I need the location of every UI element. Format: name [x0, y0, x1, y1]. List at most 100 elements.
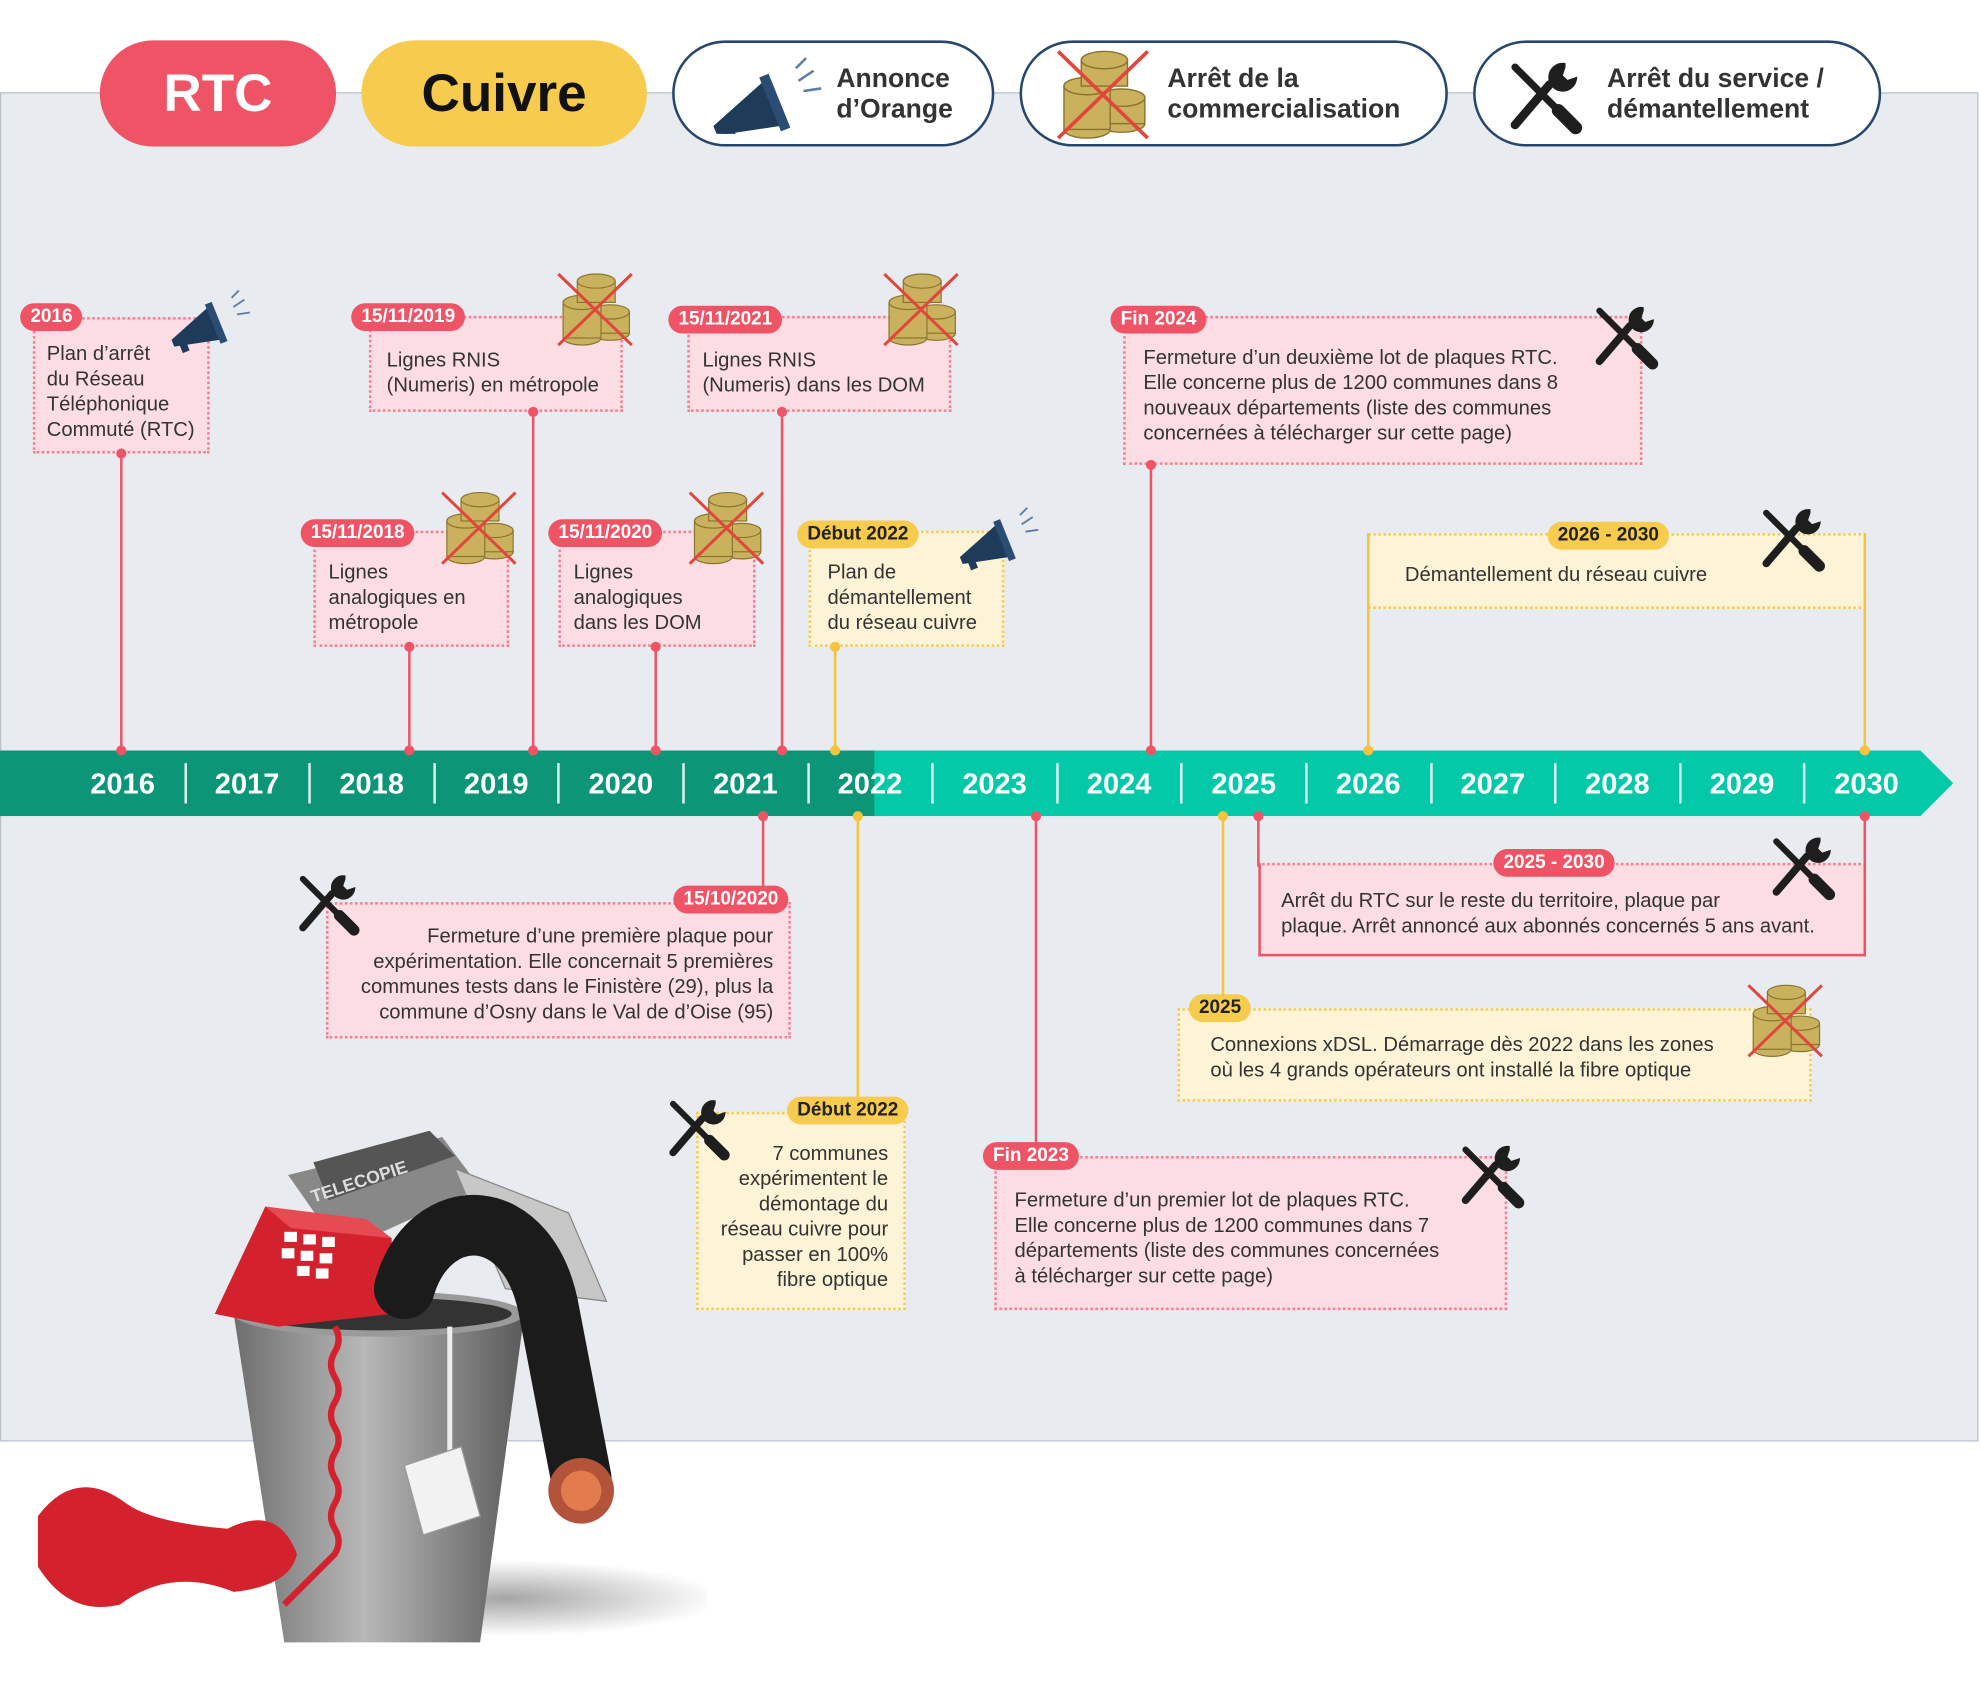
- event-2022-communes: 7 communes expérimentent le démontage du…: [696, 1111, 906, 1311]
- dot-2022-plan-bar: [830, 745, 841, 756]
- event-2018-text: Lignes analogiques en métropole: [328, 562, 466, 635]
- event-2018-tag: 15/11/2018: [300, 519, 415, 548]
- legend-rtc-label: RTC: [163, 63, 273, 123]
- dot-2030-red-bar: [1859, 811, 1870, 822]
- event-2024: Fermeture d’un deuxième lot de plaques R…: [1123, 315, 1643, 465]
- megaphone-icon: [959, 507, 1039, 571]
- dot-2020: [650, 641, 661, 652]
- tools-icon: [299, 875, 360, 936]
- dot-2025-bar: [1253, 811, 1264, 822]
- dot-2016: [116, 448, 127, 459]
- event-2016: Plan d’arrêt du Réseau Téléphonique Comm…: [32, 317, 210, 454]
- tools-icon: [1772, 837, 1836, 901]
- dot-2026-bar: [1363, 745, 1374, 756]
- timeline-year-2016: 2016: [90, 766, 155, 800]
- megaphone-icon: [713, 57, 822, 134]
- legend-stop-service: Arrêt du service / démantellement: [1473, 40, 1882, 147]
- connector-2020-experiment: [761, 816, 765, 887]
- coins-crossed-icon: [1056, 50, 1149, 140]
- coins-crossed-icon: [441, 491, 517, 565]
- tools-icon: [1510, 62, 1583, 135]
- tools-icon: [669, 1100, 730, 1161]
- event-2022-communes-text: 7 communes expérimentent le démontage du…: [720, 1143, 889, 1292]
- event-2020-text: Lignes analogiques dans les DOM: [573, 562, 702, 635]
- connector-2026: [1366, 533, 1370, 751]
- timeline-separator: [183, 763, 187, 804]
- event-2020-experiment-tag: 15/10/2020: [673, 885, 789, 914]
- connector-2024: [1149, 464, 1153, 751]
- dot-2018: [404, 641, 415, 652]
- timeline-separator: [1305, 763, 1308, 804]
- connector-2020: [654, 646, 657, 751]
- connector-2025-2030-right: [1863, 816, 1867, 867]
- connector-2030: [1863, 533, 1867, 751]
- event-2019-tag: 15/11/2019: [351, 303, 466, 332]
- timeline-year-2020: 2020: [588, 766, 654, 800]
- event-2019-text: Lignes RNIS (Numeris) en métropole: [386, 349, 599, 397]
- dot-2021-bar: [776, 745, 788, 756]
- legend-announce-label: Annonce d’Orange: [836, 64, 953, 124]
- event-2022-plan-text: Plan de démantellement du réseau cuivre: [827, 562, 977, 635]
- connector-2018: [408, 646, 411, 751]
- megaphone-icon: [171, 289, 251, 354]
- event-2025-2030-text: Arrêt du RTC sur le reste du territoire,…: [1281, 890, 1815, 938]
- connector-2019: [531, 411, 535, 751]
- event-2025-2030-tag: 2025 - 2030: [1493, 849, 1615, 877]
- legend-stop-service-label: Arrêt du service / démantellement: [1607, 64, 1824, 124]
- timeline-year-2024: 2024: [1086, 766, 1152, 800]
- event-2020-experiment: Fermeture d’une première plaque pour exp…: [325, 902, 791, 1039]
- timeline-separator: [557, 763, 561, 804]
- timeline-year-2023: 2023: [962, 766, 1027, 800]
- event-2023: Fermeture d’un premier lot de plaques RT…: [994, 1156, 1508, 1311]
- event-2025-2030: Arrêt du RTC sur le reste du territoire,…: [1258, 862, 1867, 957]
- event-2026-2030-text: Démantellement du réseau cuivre: [1404, 564, 1708, 587]
- connector-2025-xdsl: [1221, 816, 1225, 996]
- timeline-separator: [682, 763, 685, 804]
- dot-2019: [528, 406, 539, 417]
- timeline-year-2021: 2021: [713, 766, 778, 800]
- connector-2025-2030-left: [1257, 816, 1260, 867]
- timeline-year-2030: 2030: [1834, 766, 1899, 800]
- coins-crossed-icon: [1747, 984, 1823, 1058]
- timeline-separator: [1180, 763, 1184, 804]
- event-2022-communes-tag: Début 2022: [787, 1096, 909, 1125]
- coins-crossed-icon: [883, 272, 959, 347]
- connector-2022-plan: [833, 646, 837, 751]
- timeline-separator: [308, 763, 312, 804]
- event-2024-tag: Fin 2024: [1110, 305, 1207, 334]
- event-2025-xdsl-text: Connexions xDSL. Démarrage dès 2022 dans…: [1210, 1034, 1714, 1082]
- coins-crossed-icon: [557, 272, 633, 347]
- dot-2019-bar: [528, 745, 539, 756]
- tools-icon: [1461, 1145, 1525, 1209]
- dot-2024-bar: [1145, 745, 1157, 756]
- timeline-separator: [1429, 763, 1433, 804]
- event-2020-experiment-text: Fermeture d’une première plaque pour exp…: [360, 926, 774, 1024]
- timeline-year-2027: 2027: [1460, 766, 1526, 800]
- timeline-year-2018: 2018: [339, 766, 404, 800]
- legend-announce: Annonce d’Orange: [672, 40, 995, 147]
- dot-2016-bar: [116, 745, 127, 756]
- dot-2021: [776, 406, 788, 417]
- legend-cuivre-pill: Cuivre: [361, 40, 647, 147]
- timeline-bar: [0, 750, 1954, 817]
- connector-2021: [780, 411, 784, 751]
- timeline-year-2022: 2022: [837, 766, 903, 800]
- timeline-separator: [1803, 763, 1806, 804]
- timeline-separator: [1554, 763, 1557, 804]
- timeline-year-2026: 2026: [1335, 766, 1401, 800]
- event-2022-plan-tag: Début 2022: [797, 520, 919, 549]
- legend-stop-sales-label: Arrêt de la commercialisation: [1167, 64, 1401, 124]
- event-2023-tag: Fin 2023: [982, 1142, 1079, 1170]
- event-2025-xdsl-tag: 2025: [1188, 994, 1252, 1023]
- dot-2023-bar: [1030, 811, 1042, 822]
- dot-2024: [1145, 459, 1157, 470]
- timeline-year-2017: 2017: [214, 766, 280, 800]
- trash-bin-old-phones-icon: TELECOPIE: [37, 1130, 708, 1643]
- event-2021-tag: 15/11/2021: [668, 305, 783, 334]
- timeline-year-2029: 2029: [1709, 766, 1775, 800]
- timeline-year-2025: 2025: [1211, 766, 1276, 800]
- event-2023-text: Fermeture d’un premier lot de plaques RT…: [1014, 1190, 1440, 1288]
- timeline-separator: [806, 763, 810, 804]
- event-2016-text: Plan d’arrêt du Réseau Téléphonique Comm…: [46, 343, 195, 441]
